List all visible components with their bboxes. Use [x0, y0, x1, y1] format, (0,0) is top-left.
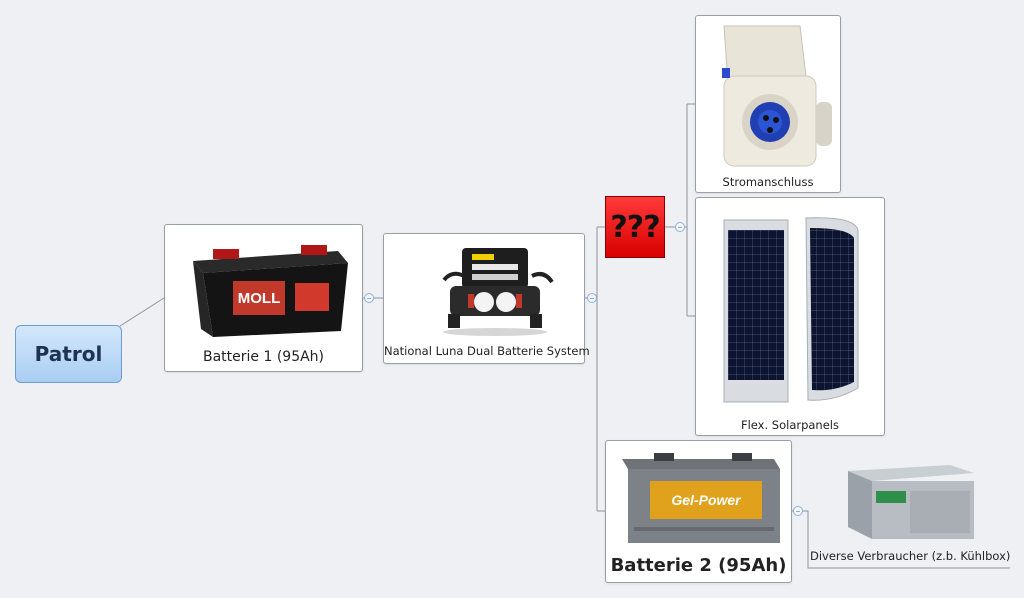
- topic-stromanschluss[interactable]: Stromanschluss: [695, 15, 841, 193]
- strom-label: Stromanschluss: [722, 175, 814, 189]
- car-battery-moll-image: MOLL: [193, 245, 348, 337]
- unknown-label: ???: [610, 209, 660, 245]
- collapse-toggle-batterie2[interactable]: [793, 506, 803, 516]
- collapse-toggle-unknown[interactable]: [675, 222, 685, 232]
- solar-label: Flex. Solarpanels: [740, 418, 839, 432]
- batterie1-label: Batterie 1 (95Ah): [202, 349, 325, 365]
- topic-national-luna[interactable]: National Luna Dual Batterie System: [383, 233, 590, 364]
- root-topic-label: Patrol: [34, 342, 103, 366]
- topic-batterie2[interactable]: Gel-Power Batterie 2 (95Ah): [605, 440, 792, 583]
- topic-unknown-question[interactable]: ???: [605, 196, 665, 258]
- topic-flex-solarpanels[interactable]: Flex. Solarpanels: [695, 197, 885, 436]
- collapse-toggle-luna[interactable]: [587, 293, 597, 303]
- dual-battery-controller-image: [442, 248, 554, 336]
- battery-brand-text: MOLL: [238, 290, 281, 307]
- collapse-toggle-batterie1[interactable]: [364, 293, 374, 303]
- root-topic-patrol[interactable]: Patrol: [15, 325, 122, 383]
- connector-root-batterie1: [119, 297, 165, 327]
- batterie2-label: Batterie 2 (95Ah): [610, 555, 787, 576]
- gel-battery-image: Gel-Power: [622, 453, 780, 543]
- gel-brand-text: Gel-Power: [671, 492, 742, 508]
- cooler-box-image: [848, 465, 974, 539]
- luna-label: National Luna Dual Batterie System: [384, 344, 590, 358]
- solar-panels-image: [723, 217, 859, 403]
- topic-batterie1[interactable]: MOLL Batterie 1 (95Ah): [164, 224, 363, 372]
- verbraucher-label: Diverse Verbraucher (z.b. Kühlbox): [810, 549, 1011, 563]
- topic-diverse-verbraucher[interactable]: Diverse Verbraucher (z.b. Kühlbox): [810, 455, 1010, 570]
- power-socket-image: [722, 25, 832, 167]
